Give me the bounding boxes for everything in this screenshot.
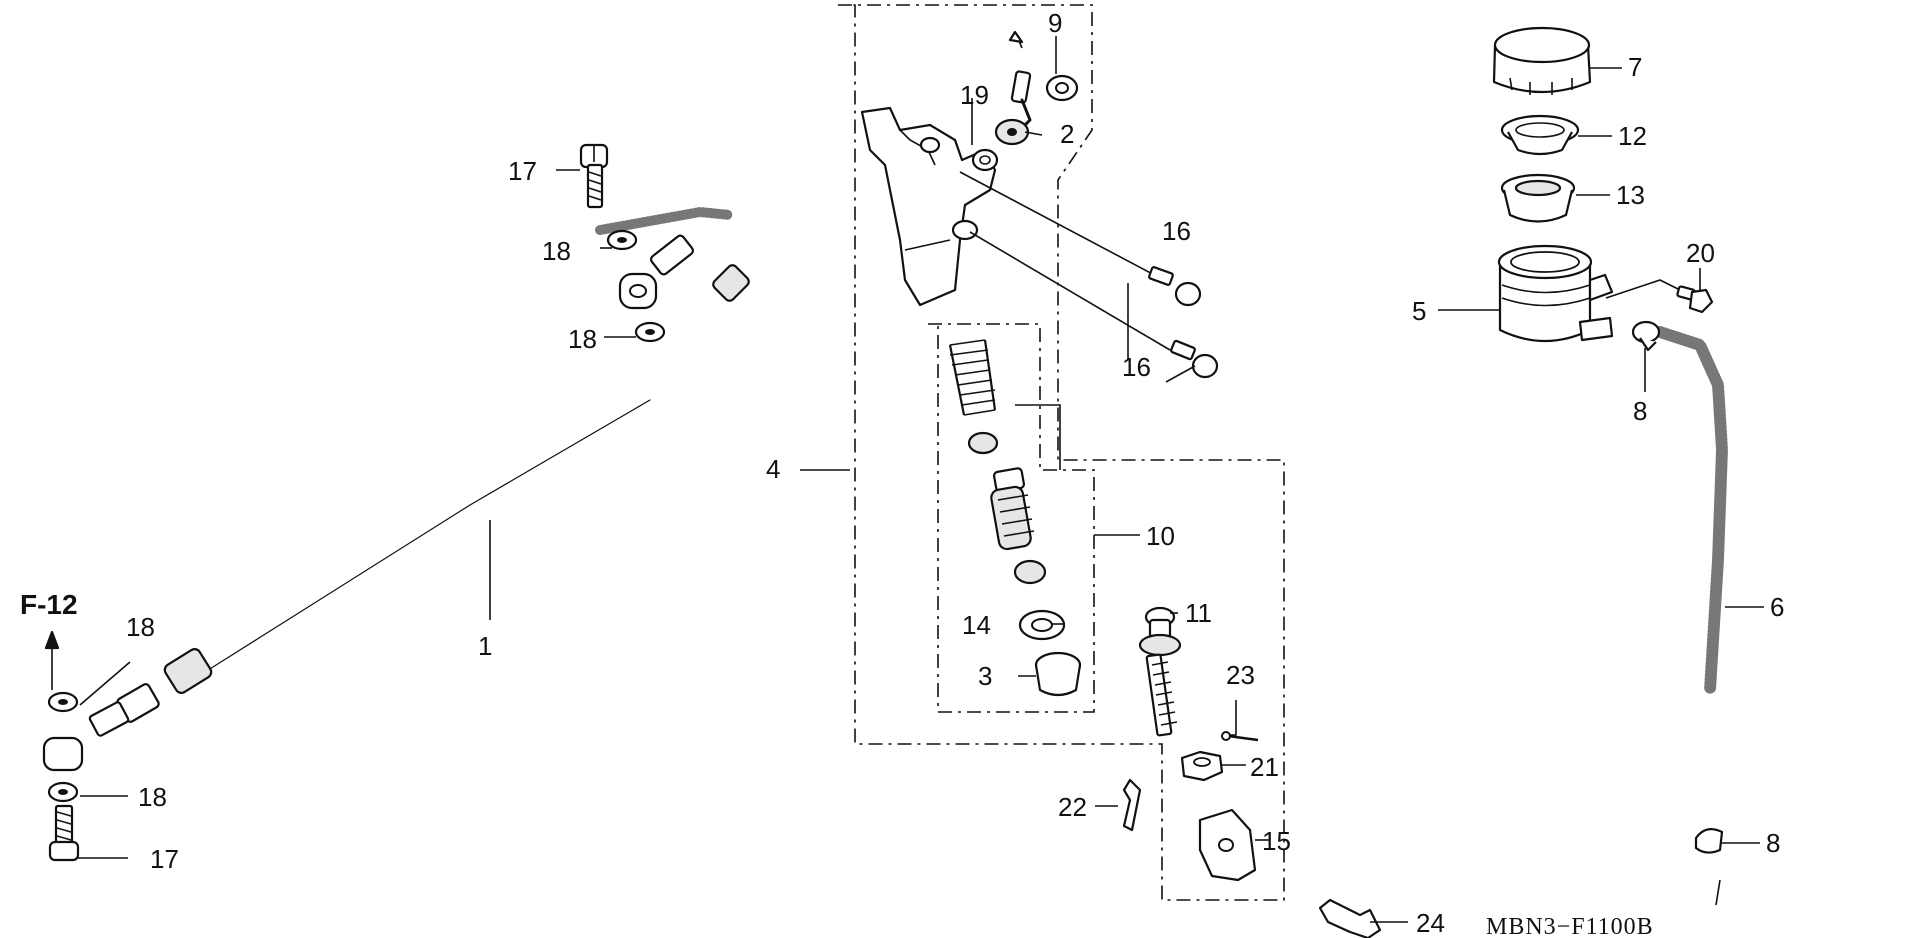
bolt-16-upper [959,171,1202,307]
o-ring-9 [1045,74,1079,102]
master-cylinder-assembly-outline [838,4,1285,901]
boot-3 [1034,651,1082,697]
spring-seat [967,431,999,455]
leader-lines [44,36,1764,923]
piston [990,467,1047,585]
washer-19 [971,148,999,172]
piston-spring [948,339,997,416]
clip-8-upper [1631,320,1661,352]
callout-13: 13 [1616,180,1645,210]
callout-17-upper: 17 [508,156,537,186]
callout-19: 19 [960,80,989,110]
callout-18-d: 18 [138,782,167,812]
screw-20 [1605,279,1714,314]
callout-11: 11 [1185,598,1212,628]
reservoir-hose-6 [1637,322,1733,838]
bolt-24 [1318,898,1382,938]
reference-f12: F-12 [20,589,78,620]
clip-8-lower [1694,827,1724,854]
callout-15: 15 [1262,826,1291,856]
joint-15 [1198,808,1257,882]
callout-17-lower: 17 [150,844,179,874]
diaphragm-13 [1500,173,1576,223]
nut-21 [1180,750,1224,782]
callout-12: 12 [1618,121,1647,151]
callout-23: 23 [1226,660,1255,690]
callout-2: 2 [1060,119,1074,149]
diagram-code: MBN3−F1100B [1486,914,1654,938]
callout-18-b: 18 [568,324,597,354]
bolt-16-lower [969,231,1219,379]
callout-16-upper: 16 [1162,216,1191,246]
callout-18-c: 18 [126,612,155,642]
hose-joint [994,30,1032,146]
reservoir-5 [1497,244,1614,343]
callout-8-upper: 8 [1633,396,1647,426]
callout-14: 14 [962,610,991,640]
callout-7: 7 [1628,52,1642,82]
callout-6: 6 [1770,592,1784,622]
clip-22 [1122,778,1142,832]
reservoir-cap-7 [1492,26,1592,95]
callout-5: 5 [1412,296,1426,326]
callout-1: 1 [478,631,492,661]
callout-18-a: 18 [542,236,571,266]
callout-9: 9 [1048,8,1062,38]
callout-22: 22 [1058,792,1087,822]
pin-23 [1221,731,1259,742]
callout-10: 10 [1146,521,1175,551]
piston-set-outline [928,323,1095,713]
master-cylinder-body [860,106,997,307]
callout-3: 3 [978,661,992,691]
callout-16-lower: 16 [1122,352,1151,382]
push-rod-11 [1138,606,1182,737]
banjo-bolt-lower [42,691,84,862]
banjo-bolt-upper [579,143,666,343]
callout-4: 4 [766,454,780,484]
callout-24: 24 [1416,908,1445,938]
callout-20: 20 [1686,238,1715,268]
callout-8-lower: 8 [1766,828,1780,858]
diaphragm-plate-12 [1500,114,1580,156]
secondary-cup-14 [1018,609,1066,641]
callout-21: 21 [1250,752,1279,782]
brake-hose [60,200,750,747]
